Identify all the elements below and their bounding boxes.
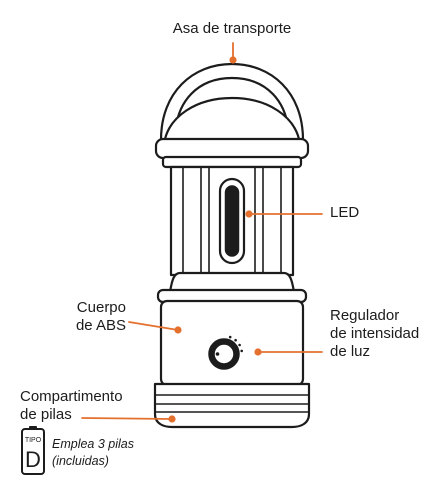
handle-label: Asa de transporte bbox=[142, 20, 322, 38]
body-label-line-2: de ABS bbox=[75, 317, 126, 334]
led-leader bbox=[245, 210, 323, 218]
dimmer-label-line-1: Regulador bbox=[330, 307, 400, 324]
battery-compartment-label: Compartimento de pilas bbox=[20, 388, 123, 424]
battery-compartment-label-line-1: Compartimento bbox=[20, 388, 123, 405]
lantern-base-rings bbox=[154, 394, 310, 413]
handle-label-text: Asa de transporte bbox=[172, 20, 292, 37]
dimmer-label-line-3: de luz bbox=[330, 343, 371, 360]
lantern-top-rim bbox=[154, 137, 310, 160]
battery-compartment-label-line-2: de pilas bbox=[20, 406, 72, 423]
dimmer-knob bbox=[208, 335, 243, 370]
lantern-dome bbox=[162, 96, 302, 146]
lantern-top-lip bbox=[161, 155, 303, 169]
body-leader bbox=[128, 321, 182, 334]
battery-note-line-2: (incluidas) bbox=[52, 454, 109, 468]
led-tube-core bbox=[224, 185, 240, 257]
battery-type-label: TIPO bbox=[25, 437, 42, 444]
battery-compartment-leader bbox=[81, 415, 176, 423]
battery-size-label: D bbox=[25, 447, 41, 472]
lantern-battery-base bbox=[153, 382, 311, 429]
battery-note: Emplea 3 pilas (incluidas) bbox=[52, 436, 134, 470]
dimmer-label-line-2: de intensidad bbox=[330, 325, 420, 342]
lantern-cage-bars bbox=[182, 166, 282, 276]
body-label: Cuerpo de ABS bbox=[30, 299, 126, 335]
dimmer-leader bbox=[254, 348, 323, 356]
battery-note-line-1: Emplea 3 pilas bbox=[52, 437, 134, 451]
battery-d-icon: TIPO D bbox=[21, 426, 45, 475]
handle-leader bbox=[229, 42, 237, 64]
body-label-line-1: Cuerpo bbox=[76, 299, 126, 316]
dimmer-label: Regulador de intensidad de luz bbox=[330, 307, 419, 361]
led-label-text: LED bbox=[330, 204, 360, 221]
led-label: LED bbox=[330, 204, 359, 222]
